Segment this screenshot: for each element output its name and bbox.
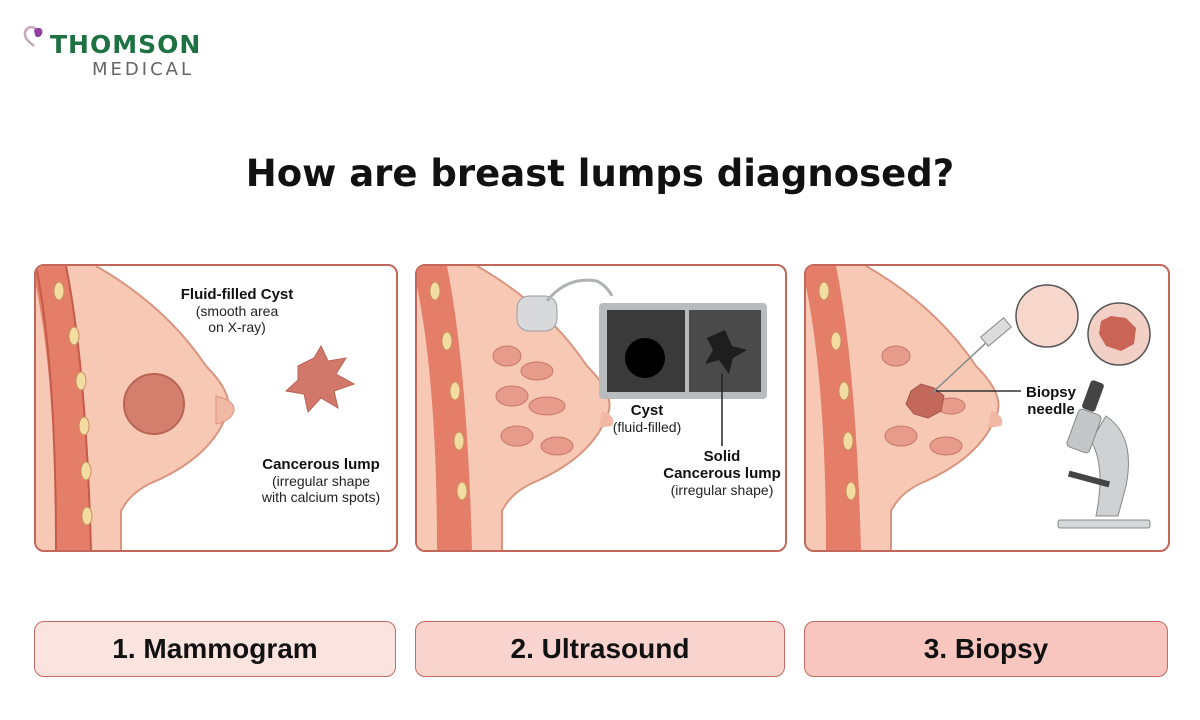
heart-butterfly-icon	[23, 26, 43, 47]
lump-label: Cancerous lump (irregular shape with cal…	[261, 456, 381, 506]
step-ultrasound: 2. Ultrasound	[415, 621, 785, 677]
biopsy-needle-label: Biopsy needle	[1025, 384, 1076, 418]
logo-name-top: THOMSON	[50, 30, 202, 59]
logo-name-bottom: MEDICAL	[92, 59, 194, 80]
ultrasound-illustration	[417, 266, 767, 550]
solid-lump-label: Solid Cancerous lump (irregular shape)	[663, 448, 781, 499]
mammogram-illustration	[36, 266, 356, 550]
biopsy-illustration	[806, 266, 1151, 550]
step-biopsy: 3. Biopsy	[804, 621, 1168, 677]
page-title: How are breast lumps diagnosed?	[245, 152, 955, 195]
cyst-label: Cyst (fluid-filled)	[612, 402, 682, 436]
biopsy-panel: Biopsy needle	[804, 264, 1170, 552]
ultrasound-panel: Cyst (fluid-filled) Solid Cancerous lump…	[415, 264, 787, 552]
step-mammogram: 1. Mammogram	[34, 621, 396, 677]
mammogram-panel: Fluid-filled Cyst (smooth area on X-ray)…	[34, 264, 398, 552]
cyst-label: Fluid-filled Cyst (smooth area on X-ray)	[180, 286, 294, 336]
